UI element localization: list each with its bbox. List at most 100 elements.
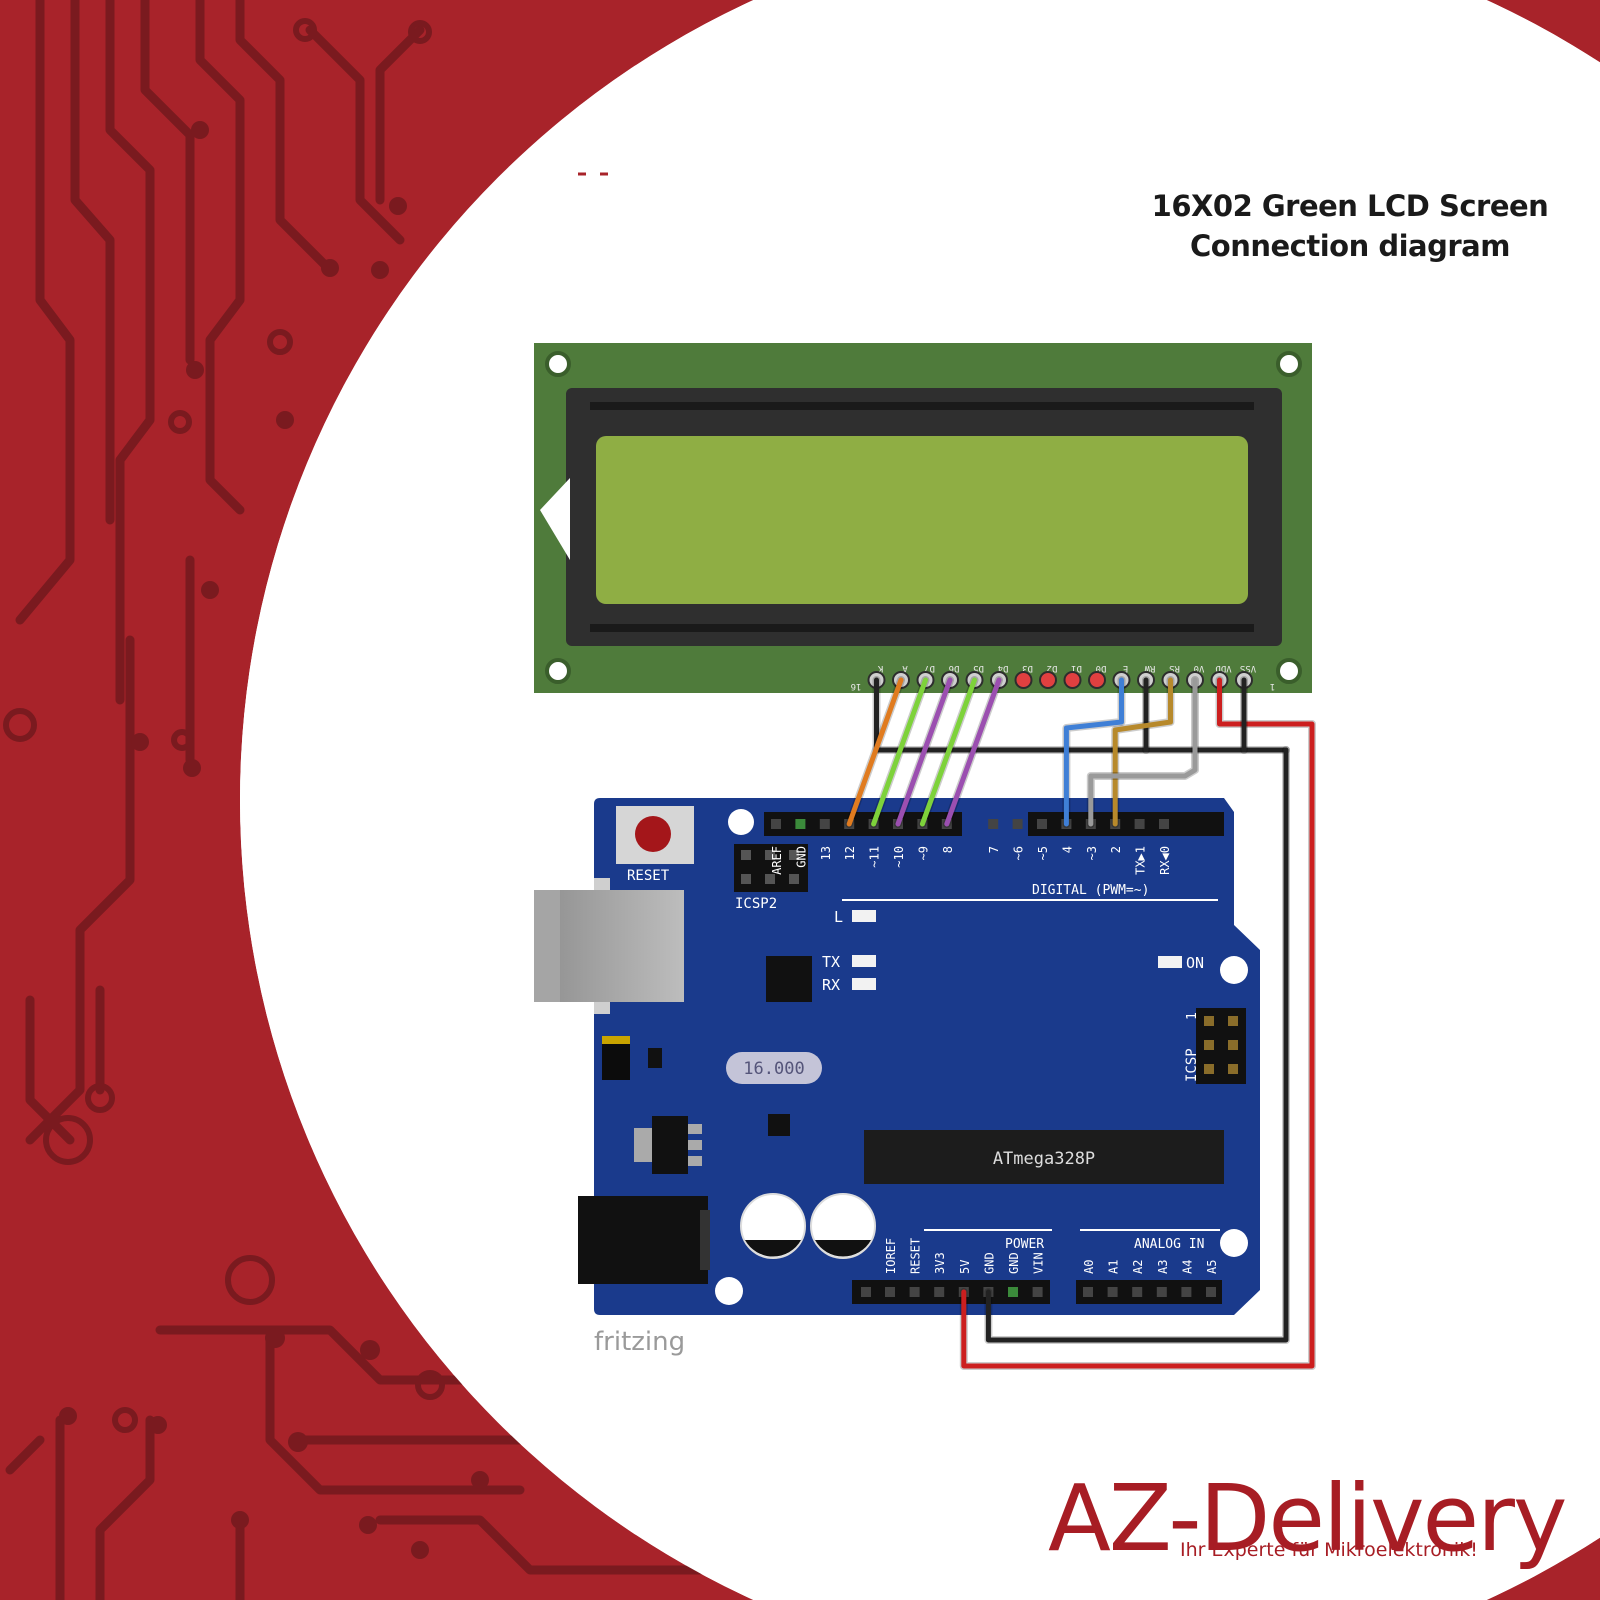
analog-pin[interactable] <box>1181 1287 1192 1297</box>
atmega-chip <box>864 1130 1224 1184</box>
led-on <box>1158 956 1182 968</box>
digital-pin-label: ~9 <box>916 846 930 860</box>
capacitor-stripe <box>815 1240 871 1257</box>
lcd-bezel-line <box>590 624 1254 632</box>
wire-a-to-12 <box>846 677 904 827</box>
digital-pin-label: ~3 <box>1085 846 1099 860</box>
lcd-pin-label: D0 <box>1096 663 1107 673</box>
wiring <box>845 676 1316 1370</box>
brand-logo-text: AZ-Delivery <box>1048 1465 1565 1572</box>
lcd-pin-label: K <box>877 663 883 673</box>
digital-pin[interactable] <box>795 819 806 829</box>
page-title: 16X02 Green LCD Screen Connection diagra… <box>1120 186 1580 266</box>
usb-controller-chip <box>766 956 812 1002</box>
power-pin[interactable] <box>861 1287 871 1297</box>
lcd-pin-label: A <box>902 663 908 673</box>
analog-pin-label: A3 <box>1156 1260 1170 1274</box>
lcd-pin-label: RW <box>1144 663 1155 673</box>
lcd-screen <box>596 436 1248 604</box>
reset-button[interactable] <box>635 816 671 852</box>
digital-pin[interactable] <box>1012 819 1023 829</box>
lcd-pin-label: D4 <box>998 663 1009 673</box>
header-block <box>1076 1280 1222 1304</box>
digital-pin[interactable] <box>1134 819 1145 829</box>
arduino-pcb <box>594 798 1260 1315</box>
wire-d6-to-10 <box>895 677 953 827</box>
digital-pin-label: TX▶1 <box>1134 846 1148 875</box>
lcd-pin-label: D5 <box>973 663 984 673</box>
lcd-pin[interactable] <box>1039 671 1057 689</box>
digital-label: DIGITAL (PWM=~) <box>1032 883 1149 898</box>
lcd-pin[interactable] <box>1063 671 1082 689</box>
lcd-bezel-line <box>590 402 1254 410</box>
analog-pin[interactable] <box>1206 1287 1216 1297</box>
header-block <box>764 812 962 836</box>
lcd-pin-label: D2 <box>1047 663 1058 673</box>
led-tx-label: TX <box>822 953 840 971</box>
regulator-pin <box>688 1124 702 1134</box>
lcd-pin[interactable] <box>1088 671 1106 689</box>
digital-pin[interactable] <box>819 819 830 829</box>
header-block <box>1028 812 1224 836</box>
wire-d5-to-9 <box>919 677 977 827</box>
power-pin-label: IOREF <box>884 1238 898 1274</box>
voltage-regulator <box>652 1116 688 1174</box>
power-pin[interactable] <box>1032 1287 1043 1297</box>
fritzing-watermark: fritzing <box>594 1327 685 1357</box>
az-delivery-logo: AZ-Delivery Ihr Experte für Mikroelektro… <box>1048 1465 1567 1572</box>
power-pin[interactable] <box>909 1287 920 1297</box>
analog-pin-label: A4 <box>1180 1260 1194 1274</box>
digital-pin-label: 2 <box>1109 846 1123 853</box>
title-line-2: Connection diagram <box>1190 229 1510 263</box>
icsp-label: ICSP <box>1184 1048 1200 1082</box>
wire-d7-to-11 <box>871 677 928 827</box>
lcd-pin[interactable] <box>1014 671 1033 689</box>
digital-pin-label: 7 <box>987 846 1001 853</box>
lcd-pin-label: RS <box>1169 663 1180 673</box>
analog-pin-label: A1 <box>1107 1260 1121 1274</box>
power-pin[interactable] <box>934 1287 945 1297</box>
lcd-pin-label: 16 <box>851 681 862 691</box>
diode-band <box>602 1036 630 1044</box>
digital-pin-label: GND <box>794 846 808 868</box>
analog-pin[interactable] <box>1107 1287 1118 1297</box>
digital-pin-label: 13 <box>819 846 833 860</box>
analog-label: ANALOG IN <box>1134 1237 1204 1252</box>
digital-pin[interactable] <box>988 819 999 829</box>
analog-pin[interactable] <box>1132 1287 1143 1297</box>
brand-tagline: Ihr Experte für Mikroelektronik! <box>1180 1539 1478 1561</box>
regulator-pin <box>688 1156 702 1166</box>
capacitor-stripe <box>745 1240 801 1257</box>
wire-e-to-4 <box>1063 677 1124 827</box>
lcd-pin-label: E <box>1123 663 1128 673</box>
digital-pin[interactable] <box>771 819 781 829</box>
digital-pin-label: AREF <box>770 846 784 875</box>
lcd-pin-label: D1 <box>1071 663 1082 673</box>
analog-pin-label: A0 <box>1082 1260 1096 1274</box>
crystal-oscillator <box>726 1052 822 1084</box>
power-pin-label: GND <box>1007 1252 1021 1274</box>
digital-pin[interactable] <box>1159 819 1169 829</box>
analog-pin[interactable] <box>1083 1287 1093 1297</box>
power-pin-label: 3V3 <box>933 1252 947 1274</box>
analog-pin[interactable] <box>1156 1287 1167 1297</box>
arduino-mounting-hole <box>715 809 1248 1305</box>
power-pin-label: RESET <box>909 1238 923 1274</box>
icsp2-label: ICSP2 <box>735 896 777 912</box>
icsp2-header <box>734 844 808 892</box>
pcb-dot-decoration <box>59 121 489 1559</box>
digital-pin-label: ~6 <box>1012 846 1026 860</box>
digital-pin[interactable] <box>1037 819 1047 829</box>
lcd-pin-label: VDD <box>1215 663 1231 673</box>
lcd-pin-label: D6 <box>949 663 960 673</box>
small-ic <box>768 1114 790 1136</box>
power-pin[interactable] <box>1008 1287 1018 1297</box>
analog-pin-label: A5 <box>1205 1260 1219 1274</box>
power-pin[interactable] <box>885 1287 895 1297</box>
regulator-pin <box>688 1140 702 1150</box>
